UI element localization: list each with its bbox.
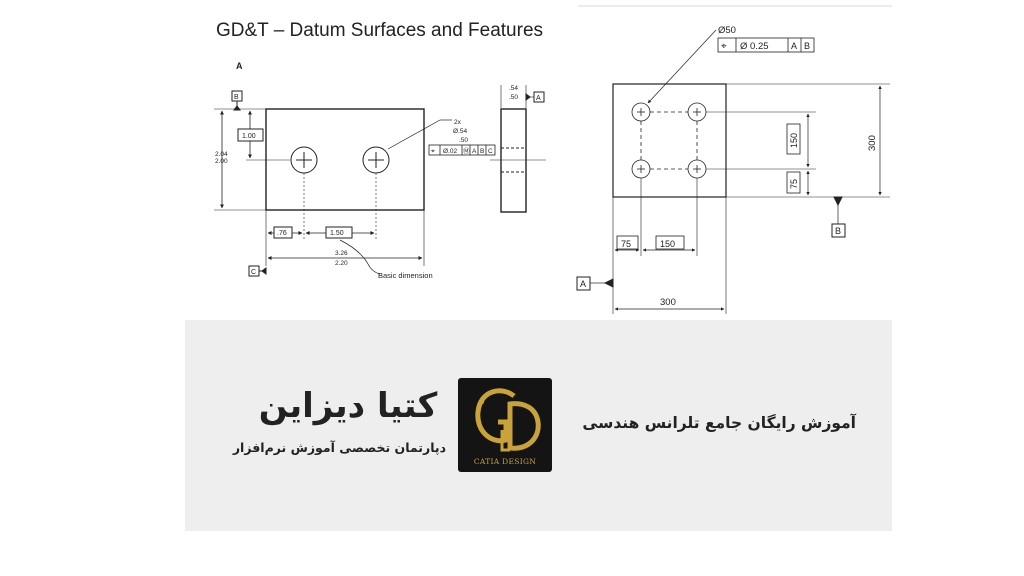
hole-callout-right: Ø50 (718, 25, 736, 36)
dim-75-vertical: 75 (789, 179, 799, 189)
gdt-drawings: A B 2.04 2.00 1.00 .76 1.50 (214, 5, 892, 314)
fcf-right-datum-1: A (791, 41, 797, 51)
dim-75-v-box (786, 171, 801, 194)
course-title: آموزش رایگان جامع تلرانس هندسی (582, 414, 856, 432)
logo-monogram-icon (475, 388, 541, 452)
dim-150-h-box (655, 235, 685, 250)
fcf-left-datum-1: A (472, 148, 477, 155)
dim-2-00: 2.00 (215, 158, 228, 165)
datum-a-box-right (576, 276, 591, 291)
hole-pattern (631, 102, 707, 179)
fcf-right-symbol: ⌖ (721, 41, 727, 52)
dim-150-v-box (786, 123, 801, 155)
hole-count: 2x (454, 119, 462, 126)
left-drawing: A B 2.04 2.00 1.00 .76 1.50 (214, 61, 546, 280)
fcf-right-tolerance: Ø 0.25 (740, 41, 769, 52)
dim-75-h-box (616, 235, 639, 250)
view-label-a: A (236, 61, 243, 71)
fcf-left-datum-3: C (488, 148, 493, 155)
dim-1-50: 1.50 (330, 230, 344, 237)
dim-76: .76 (277, 230, 287, 237)
dim-2-20: 2.20 (335, 260, 348, 267)
datum-a-label-right: A (580, 279, 586, 289)
slide-title: GD&T – Datum Surfaces and Features (216, 20, 544, 41)
fcf-left-modifier: Ⓜ (463, 147, 470, 155)
dim-300-vertical: 300 (867, 135, 878, 151)
fcf-right-datum-2: B (804, 41, 810, 51)
dim-1-00: 1.00 (242, 133, 256, 140)
dim-300-horizontal: 300 (660, 297, 676, 308)
fcf-left-datum-2: B (480, 148, 484, 155)
datum-b-label-right: B (835, 226, 841, 236)
dim-150-vertical: 150 (789, 133, 799, 148)
dim-2-04: 2.04 (215, 151, 228, 158)
hole-dia-min: .50 (459, 137, 468, 144)
datum-b-box-right (831, 223, 846, 238)
datum-b-label: B (234, 94, 239, 101)
dim-75-horizontal: 75 (621, 239, 631, 249)
hole-dia-max: Ø.54 (453, 128, 467, 135)
datum-a-box-left (533, 91, 545, 103)
basic-dimension-note: Basic dimension (378, 271, 433, 280)
feature-control-frame-right: ⌖ Ø 0.25 A B (717, 37, 815, 53)
catia-design-logo: CATIA DESIGN (458, 378, 552, 472)
datum-c-label: C (251, 269, 256, 276)
datum-a-label-left: A (536, 95, 541, 102)
dim-1-00-box (237, 128, 264, 142)
plate-top-view (612, 83, 727, 198)
thk-max: .54 (509, 85, 518, 92)
plate-side-view (500, 108, 527, 213)
brand-name: کتیا دیزاین (258, 386, 439, 426)
fcf-left-tolerance: Ø.02 (443, 148, 457, 155)
plate-front-view (265, 108, 425, 211)
dim-76-box (273, 226, 293, 239)
feature-control-frame-left: ⌖ Ø.02 Ⓜ A B C (428, 144, 496, 156)
fcf-left-symbol: ⌖ (431, 148, 435, 155)
dim-1-50-box (325, 226, 353, 239)
thk-min: .50 (509, 94, 518, 101)
dim-3-26: 3.26 (335, 250, 348, 257)
right-drawing: Ø50 ⌖ Ø 0.25 A B (576, 5, 892, 314)
brand-tagline: دپارتمان تخصصی آموزش نرم‌افزار (232, 440, 446, 455)
logo-caption: CATIA DESIGN (473, 457, 537, 466)
dim-150-horizontal: 150 (660, 239, 675, 249)
